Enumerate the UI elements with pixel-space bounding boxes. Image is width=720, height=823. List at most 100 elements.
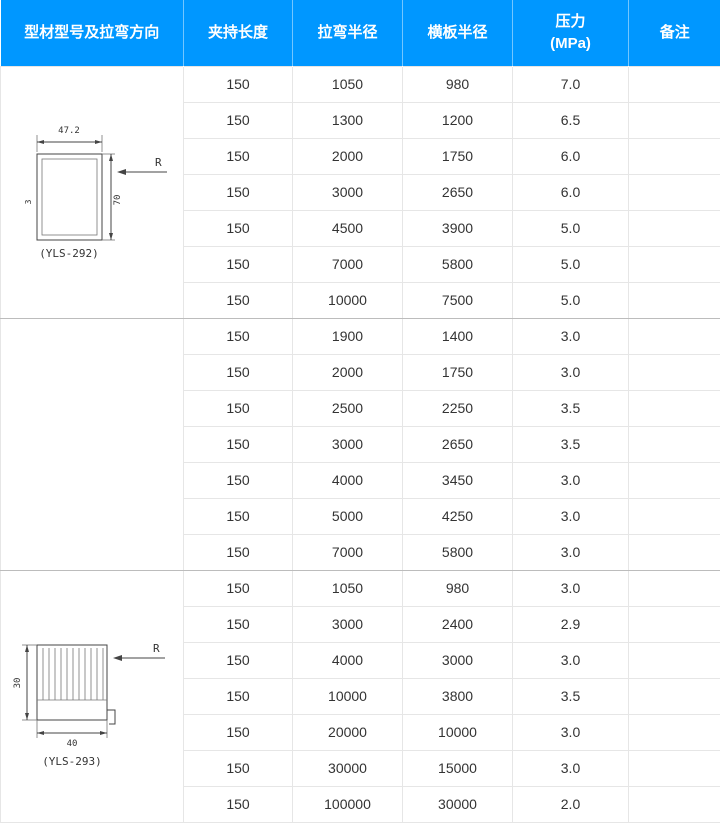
col-header-bend-radius: 拉弯半径 — [293, 0, 403, 66]
table-cell: 5800 — [403, 246, 513, 282]
table-cell: 150 — [184, 606, 293, 642]
table-cell: 3800 — [403, 678, 513, 714]
table-cell: 7000 — [293, 534, 403, 570]
pressure-label-line1: 压力 — [513, 11, 628, 33]
table-cell: 3.0 — [513, 534, 629, 570]
table-cell — [629, 318, 720, 354]
table-cell — [629, 678, 720, 714]
col-header-remark: 备注 — [629, 0, 720, 66]
table-cell — [629, 786, 720, 822]
dim-top-label: 47.2 — [58, 126, 80, 136]
table-cell: 980 — [403, 66, 513, 102]
col-header-clamp-length: 夹持长度 — [184, 0, 293, 66]
table-cell: 3.0 — [513, 570, 629, 606]
table-cell: 1750 — [403, 354, 513, 390]
table-cell: 3.0 — [513, 354, 629, 390]
profile-drawing-yls293: 30 40 R (YLS-293) — [7, 620, 177, 770]
table-cell — [629, 246, 720, 282]
table-cell: 150 — [184, 786, 293, 822]
table-cell: 150 — [184, 102, 293, 138]
table-cell: 15000 — [403, 750, 513, 786]
table-cell: 150 — [184, 246, 293, 282]
col-header-pressure: 压力 (MPa) — [513, 0, 629, 66]
table-cell — [629, 498, 720, 534]
table-cell — [629, 138, 720, 174]
table-cell: 3.0 — [513, 642, 629, 678]
table-cell: 3.5 — [513, 390, 629, 426]
profile-drawing-cell: 30 40 R (YLS-293) — [1, 570, 184, 822]
table-cell: 3000 — [293, 606, 403, 642]
table-cell — [629, 750, 720, 786]
table-cell: 150 — [184, 534, 293, 570]
table-cell: 6.0 — [513, 174, 629, 210]
table-cell: 30000 — [403, 786, 513, 822]
table-cell: 4000 — [293, 462, 403, 498]
radius-direction-label: R — [153, 642, 160, 655]
table-cell: 2250 — [403, 390, 513, 426]
table-cell — [629, 462, 720, 498]
profile-model-label: (YLS-293) — [42, 755, 102, 768]
table-cell: 1200 — [403, 102, 513, 138]
table-cell: 3.5 — [513, 678, 629, 714]
table-cell: 1400 — [403, 318, 513, 354]
dim-wall-label: 3 — [24, 199, 33, 204]
profile-sketch-icon: 30 40 R (YLS-293) — [7, 620, 177, 770]
table-cell: 7000 — [293, 246, 403, 282]
table-cell: 3.0 — [513, 462, 629, 498]
table-cell: 2500 — [293, 390, 403, 426]
table-cell — [629, 642, 720, 678]
table-cell: 1900 — [293, 318, 403, 354]
table-cell: 1300 — [293, 102, 403, 138]
table-cell: 2650 — [403, 174, 513, 210]
table-cell: 1050 — [293, 570, 403, 606]
table-cell: 1750 — [403, 138, 513, 174]
table-cell: 5.0 — [513, 246, 629, 282]
table-cell: 3450 — [403, 462, 513, 498]
table-cell: 150 — [184, 426, 293, 462]
table-cell: 150 — [184, 750, 293, 786]
table-cell: 4250 — [403, 498, 513, 534]
table-cell: 7.0 — [513, 66, 629, 102]
table-cell: 3.0 — [513, 750, 629, 786]
table-cell: 150 — [184, 138, 293, 174]
table-cell: 10000 — [403, 714, 513, 750]
table-cell: 980 — [403, 570, 513, 606]
table-cell: 150 — [184, 66, 293, 102]
table-cell: 3.0 — [513, 318, 629, 354]
col-header-profile: 型材型号及拉弯方向 — [1, 0, 184, 66]
table-cell — [629, 66, 720, 102]
table-cell: 3.0 — [513, 498, 629, 534]
table-header: 型材型号及拉弯方向 夹持长度 拉弯半径 横板半径 压力 (MPa) 备注 — [1, 0, 720, 66]
table-cell: 3900 — [403, 210, 513, 246]
table-cell: 150 — [184, 318, 293, 354]
table-cell: 2000 — [293, 354, 403, 390]
table-cell: 100000 — [293, 786, 403, 822]
table-cell: 150 — [184, 174, 293, 210]
table-cell: 150 — [184, 462, 293, 498]
table-cell: 30000 — [293, 750, 403, 786]
table-cell: 5.0 — [513, 210, 629, 246]
table-cell — [629, 174, 720, 210]
table-cell — [629, 426, 720, 462]
table-cell: 150 — [184, 210, 293, 246]
table-cell — [629, 282, 720, 318]
table-cell: 10000 — [293, 678, 403, 714]
table-cell — [629, 570, 720, 606]
header-row: 型材型号及拉弯方向 夹持长度 拉弯半径 横板半径 压力 (MPa) 备注 — [1, 0, 720, 66]
table-cell: 3000 — [293, 174, 403, 210]
table-cell: 4500 — [293, 210, 403, 246]
col-header-plate-radius: 横板半径 — [403, 0, 513, 66]
table-cell: 2400 — [403, 606, 513, 642]
table-cell: 1050 — [293, 66, 403, 102]
table-cell: 150 — [184, 498, 293, 534]
table-cell: 2650 — [403, 426, 513, 462]
table-cell — [629, 606, 720, 642]
table-cell: 10000 — [293, 282, 403, 318]
table-cell: 2000 — [293, 138, 403, 174]
table-cell: 150 — [184, 570, 293, 606]
profile-model-label: (YLS-292) — [39, 247, 99, 260]
